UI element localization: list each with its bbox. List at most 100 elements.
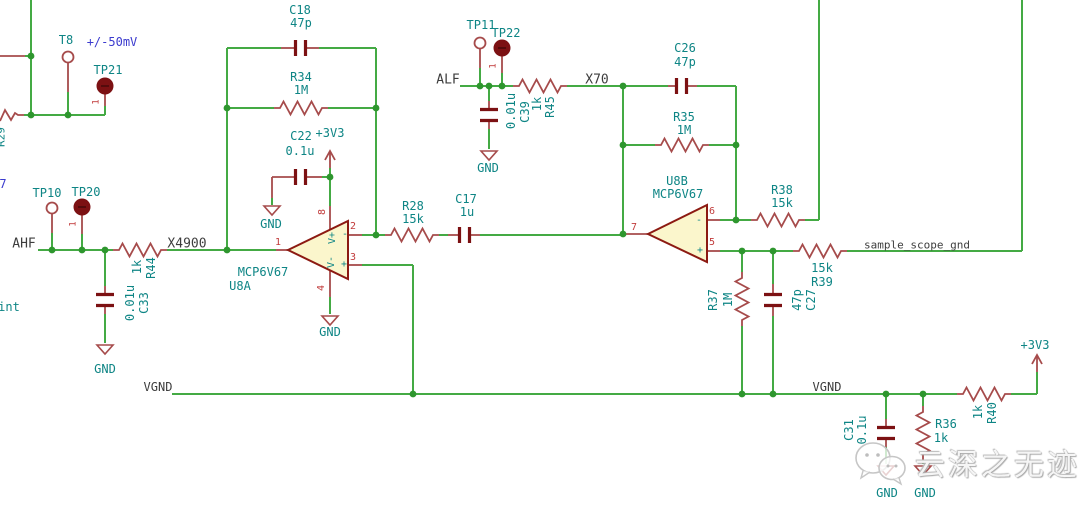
val-C26[interactable]: 47p — [674, 55, 696, 69]
ref-C33[interactable]: C33 — [137, 292, 151, 314]
ref-R40[interactable]: R40 — [985, 402, 999, 424]
testpoint-T8-label[interactable]: T8 — [58, 33, 74, 47]
junction-dots — [27, 52, 927, 398]
wechat-logo-icon — [855, 442, 906, 486]
power-label-3v3-mid[interactable]: +3V3 — [315, 126, 345, 140]
power-label-3v3-right[interactable]: +3V3 — [1020, 338, 1050, 352]
val-C18[interactable]: 47p — [290, 16, 312, 30]
capacitor-plates[interactable] — [96, 40, 895, 441]
power-symbols[interactable] — [324, 149, 1043, 372]
testpoint-TP10-label[interactable]: TP10 — [32, 186, 62, 200]
opamp-pins[interactable] — [276, 206, 720, 297]
resistors[interactable] — [113, 77, 1011, 461]
opamp-U8B-symbol[interactable] — [645, 203, 708, 264]
range-annotation[interactable]: +/-50mV — [86, 35, 138, 49]
testpoint-TP20-label[interactable]: TP20 — [71, 185, 101, 199]
watermark: 云深之无迹 — [851, 438, 1080, 486]
ref-R38[interactable]: R38 — [771, 183, 793, 197]
resistor-R36-symbol — [914, 406, 932, 460]
ref-R35[interactable]: R35 — [673, 110, 695, 124]
testpoint-TP11-icon — [473, 36, 487, 50]
val-R40[interactable]: 1k — [971, 404, 985, 420]
resistor-R44-symbol — [113, 241, 167, 259]
capacitor-C31-symbol — [877, 425, 895, 441]
testpoint-TP21-label[interactable]: TP21 — [93, 63, 123, 77]
val-R34[interactable]: 1M — [293, 83, 309, 97]
opamp-U8A-pin2: 2 — [349, 221, 357, 232]
testpoint-TP11-label[interactable]: TP11 — [466, 18, 496, 32]
val-R35[interactable]: 1M — [676, 123, 692, 137]
ref-C17[interactable]: C17 — [455, 192, 477, 206]
gnd-icon — [479, 150, 499, 162]
ref-R45[interactable]: R45 — [543, 96, 557, 118]
watermark-text: 云深之无迹 — [915, 448, 1080, 483]
capacitor-C22-symbol — [293, 169, 308, 185]
val-C17[interactable]: 1u — [459, 205, 475, 219]
val-C39[interactable]: 0.01u — [504, 92, 518, 130]
opamp-U8A-part[interactable]: MCP6V67 — [237, 265, 289, 279]
testpoint-TP10-icon — [45, 201, 59, 215]
net-label-ahf[interactable]: AHF — [12, 236, 36, 252]
opamp-U8B-pin6: 6 — [708, 206, 716, 217]
val-R36[interactable]: 1k — [933, 431, 949, 445]
net-label-vgnd-left[interactable]: VGND — [143, 380, 173, 394]
opamp-U8B-plus: + — [696, 245, 704, 256]
val-C33[interactable]: 0.01u — [123, 284, 137, 322]
gnd-label[interactable]: GND — [876, 486, 898, 500]
val-R39[interactable]: 15k — [811, 261, 833, 275]
net-label-vgnd-right[interactable]: VGND — [812, 380, 842, 394]
val-R44[interactable]: 1k — [130, 259, 144, 275]
ref-C18[interactable]: C18 — [289, 3, 311, 17]
testpoint-symbols[interactable] — [45, 36, 511, 235]
ref-R34[interactable]: R34 — [290, 70, 312, 84]
opamp-U8A-minus: - — [341, 229, 349, 240]
capacitor-C39-symbol — [480, 107, 498, 123]
net-label-sample-scope-gnd[interactable]: sample_scope_gnd — [864, 238, 970, 252]
capacitor-C17-symbol — [457, 227, 472, 243]
ref-R39[interactable]: R39 — [811, 275, 833, 289]
gnd-label[interactable]: GND — [94, 362, 116, 376]
opamp-U8B-pin7: 7 — [630, 222, 638, 233]
edge-fragment-resistor[interactable] — [0, 55, 25, 122]
opamp-U8B-minus: - — [695, 215, 703, 226]
resistor-R34-symbol — [274, 99, 328, 117]
opamp-U8A-plus: + — [340, 259, 348, 270]
gnd-icon — [320, 315, 340, 327]
gnd-label[interactable]: GND — [319, 325, 341, 339]
gnd-label[interactable]: GND — [477, 161, 499, 175]
net-label-x70[interactable]: X70 — [585, 72, 609, 88]
opamp-U8B-ref[interactable]: U8B — [666, 174, 688, 188]
val-C27[interactable]: 47p — [790, 289, 804, 311]
gnd-icon — [95, 344, 115, 356]
capacitor-C33-symbol — [96, 292, 114, 308]
testpoint-TP21-pin: 1 — [91, 99, 102, 105]
val-R37[interactable]: 1M — [721, 292, 735, 308]
opamp-U8A-pin3: 3 — [349, 252, 357, 263]
ref-R28[interactable]: R28 — [402, 199, 424, 213]
opamp-U8B-part[interactable]: MCP6V67 — [652, 187, 704, 201]
gnd-label[interactable]: GND — [914, 486, 936, 500]
opamp-U8A-vplus: V+ — [327, 231, 338, 245]
ref-C22[interactable]: C22 — [290, 129, 312, 143]
val-R38[interactable]: 15k — [771, 196, 793, 210]
opamp-U8A-ref[interactable]: U8A — [229, 279, 251, 293]
val-R28[interactable]: 15k — [402, 212, 424, 226]
capacitor-leads[interactable] — [104, 47, 887, 447]
resistor-R45-symbol — [513, 77, 567, 95]
opamp-U8A-symbol[interactable] — [285, 219, 349, 281]
ref-R36[interactable]: R36 — [935, 417, 957, 431]
ref-R44[interactable]: R44 — [144, 257, 158, 279]
testpoint-TP22-label[interactable]: TP22 — [491, 26, 521, 40]
opamp-U8B-pin5: 5 — [708, 237, 716, 248]
val-C22[interactable]: 0.1u — [285, 144, 315, 158]
ref-C27[interactable]: C27 — [804, 289, 818, 311]
ref-C26[interactable]: C26 — [674, 41, 696, 55]
ref-R37[interactable]: R37 — [706, 289, 720, 311]
net-label-alf[interactable]: ALF — [436, 72, 460, 88]
val-R45[interactable]: 1k — [530, 96, 544, 112]
gnd-symbols[interactable] — [95, 150, 933, 477]
net-label-x4900[interactable]: X4900 — [167, 236, 207, 252]
gnd-label[interactable]: GND — [260, 217, 282, 231]
